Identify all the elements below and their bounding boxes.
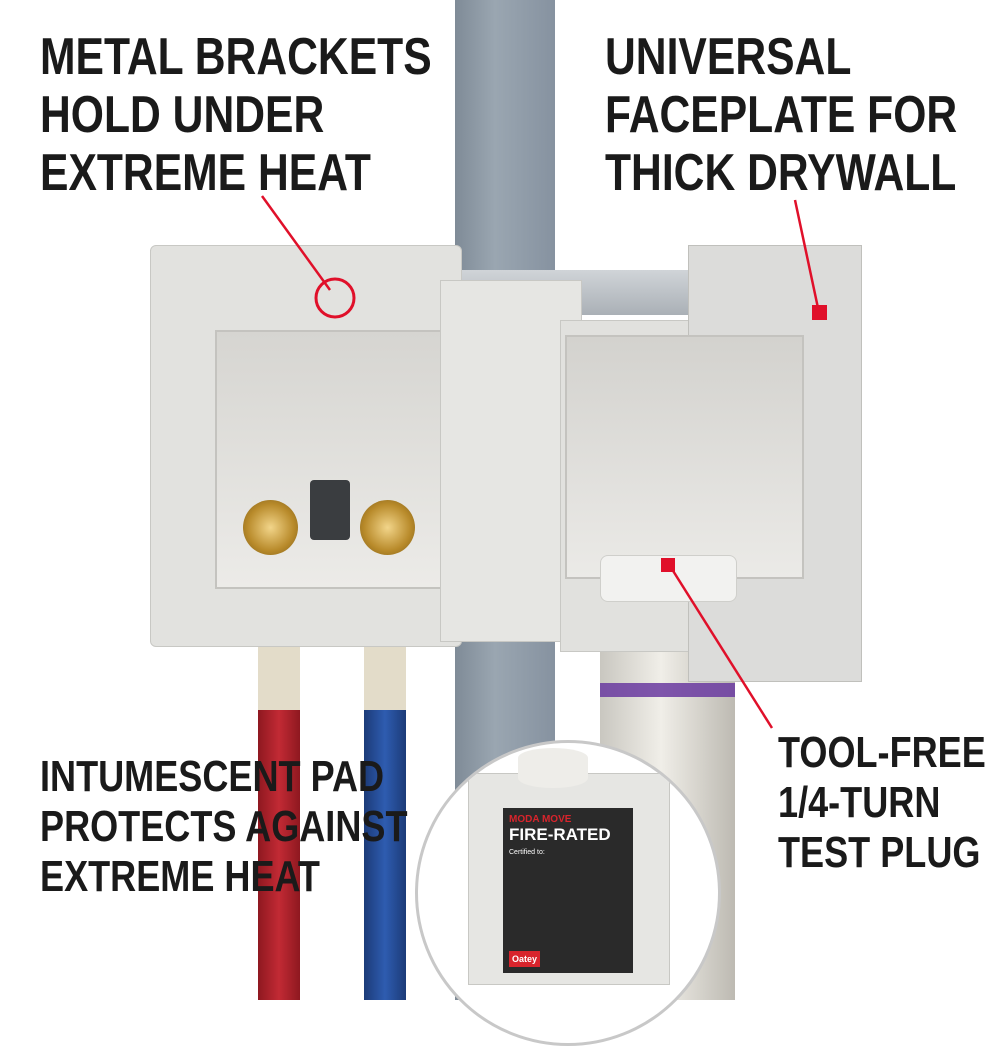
callout-line-brackets (260, 195, 332, 291)
inset-pipe-stub (518, 748, 588, 788)
callout-circle-marker (314, 277, 356, 319)
hot-valve (243, 500, 298, 555)
label-subtitle: Certified to: (509, 849, 545, 856)
caption-line: TEST PLUG (778, 828, 981, 877)
cold-valve (360, 500, 415, 555)
caption-line: TOOL-FREE (778, 728, 986, 777)
callout-universal-faceplate: UNIVERSAL FACEPLATE FOR THICK DRYWALL (605, 28, 957, 202)
callout-lines (260, 195, 827, 729)
callout-line-test-plug (668, 565, 774, 729)
caption-line: 1/4-TURN (778, 778, 941, 827)
label-title: FIRE-RATED (509, 825, 611, 844)
caption-line: PROTECTS AGAINST (40, 802, 408, 851)
caption-line: EXTREME HEAT (40, 852, 320, 901)
fire-rated-label: MODA MOVE FIRE-RATED Certified to: Oatey (503, 808, 633, 973)
purple-primer-band (600, 683, 735, 697)
callout-line-faceplate (793, 199, 820, 309)
caption-line: INTUMESCENT PAD (40, 752, 385, 801)
center-mounting-plate (440, 280, 582, 642)
caption-line: FACEPLATE FOR (605, 86, 958, 144)
callout-metal-brackets: METAL BRACKETS HOLD UNDER EXTREME HEAT (40, 28, 432, 202)
label-brand: MODA MOVE (509, 814, 572, 825)
callout-square-marker (661, 558, 675, 572)
callout-intumescent-pad: INTUMESCENT PAD PROTECTS AGAINST EXTREME… (40, 752, 408, 902)
caption-line: METAL BRACKETS (40, 28, 432, 86)
inset-product-circle: MODA MOVE FIRE-RATED Certified to: Oatey (415, 740, 721, 1046)
caption-line: HOLD UNDER (40, 86, 325, 144)
valve-handles (310, 480, 350, 540)
caption-line: UNIVERSAL (605, 28, 852, 86)
right-box-cavity (565, 335, 804, 579)
callout-square-marker (812, 305, 827, 320)
caption-line: EXTREME HEAT (40, 144, 371, 202)
caption-line: THICK DRYWALL (605, 144, 957, 202)
label-maker: Oatey (509, 951, 541, 967)
callout-test-plug: TOOL-FREE 1/4-TURN TEST PLUG (778, 728, 986, 878)
